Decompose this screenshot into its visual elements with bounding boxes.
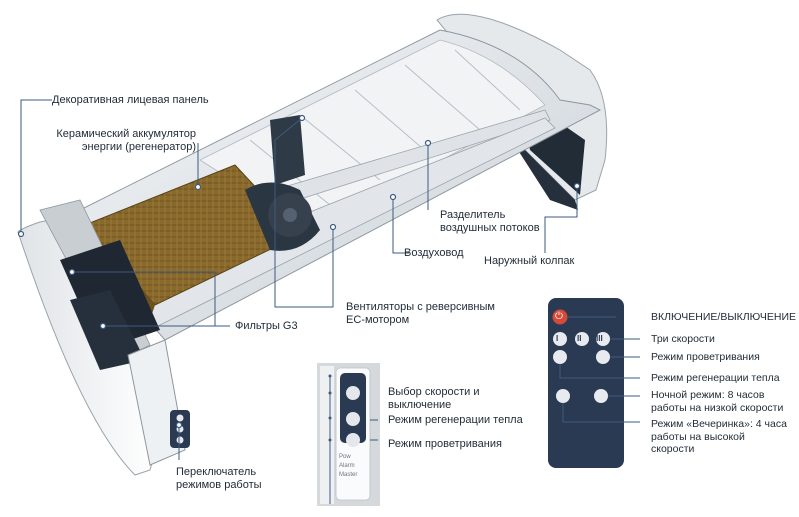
label-remote-ventilation: Режим проветривания	[651, 351, 760, 363]
remote-speed-button-1: I	[556, 334, 559, 343]
leader-filters	[72, 271, 230, 327]
panel-text-alarm: Alarm	[339, 463, 355, 469]
label-panel-ventilation: Режим проветривания	[388, 438, 502, 450]
label-mode-switch: Переключатель режимов работы	[176, 466, 262, 491]
callout-dots	[17, 114, 581, 429]
fan-assembly	[245, 115, 320, 251]
label-filters-g3: Фильтры G3	[235, 320, 298, 332]
leader-air-duct	[392, 197, 409, 254]
label-remote-heat-regen: Режим регенерации тепла	[651, 372, 780, 384]
leader-fans	[274, 117, 334, 308]
remote-speed-button-2: II	[577, 334, 582, 343]
label-power-on-off: ВКЛЮЧЕНИЕ/ВЫКЛЮЧЕНИЕ	[651, 311, 797, 323]
power-icon: ⏻	[555, 311, 563, 322]
label-three-speeds: Три скорости	[651, 333, 715, 345]
control-panel-photo	[317, 363, 380, 506]
leader-remote-party	[562, 403, 640, 423]
label-decorative-panel: Декоративная лицевая панель	[52, 94, 209, 106]
label-night-mode: Ночной режим: 8 часов работы на низкой с…	[651, 389, 784, 414]
label-speed-select: Выбор скорости и выключение	[388, 386, 480, 411]
panel-text-master: Master	[339, 472, 358, 478]
label-ceramic-accumulator: Керамический аккумулятор энергии (регене…	[56, 128, 196, 153]
callout-lines	[20, 99, 640, 504]
label-outer-hood: Наружный колпак	[484, 255, 575, 267]
remote-control	[548, 298, 624, 468]
label-panel-heat-regen: Режим регенерации тепла	[388, 414, 523, 426]
label-air-duct: Воздуховод	[404, 247, 464, 259]
panel-text-pow: Pow	[339, 454, 351, 460]
leader-remote-regen	[559, 364, 640, 379]
front-panel	[17, 199, 160, 476]
leader-decorative-panel	[20, 99, 52, 234]
label-party-mode: Режим «Вечеринка»: 4 часа работы на высо…	[651, 418, 787, 455]
label-air-flow-separator: Разделитель воздушных потоков	[440, 209, 540, 234]
leader-outer-hood	[544, 186, 578, 253]
remote-speed-button-3: III	[596, 334, 603, 343]
label-fans-ec-motor: Вентиляторы с реверсивным EC-мотором	[346, 301, 495, 326]
